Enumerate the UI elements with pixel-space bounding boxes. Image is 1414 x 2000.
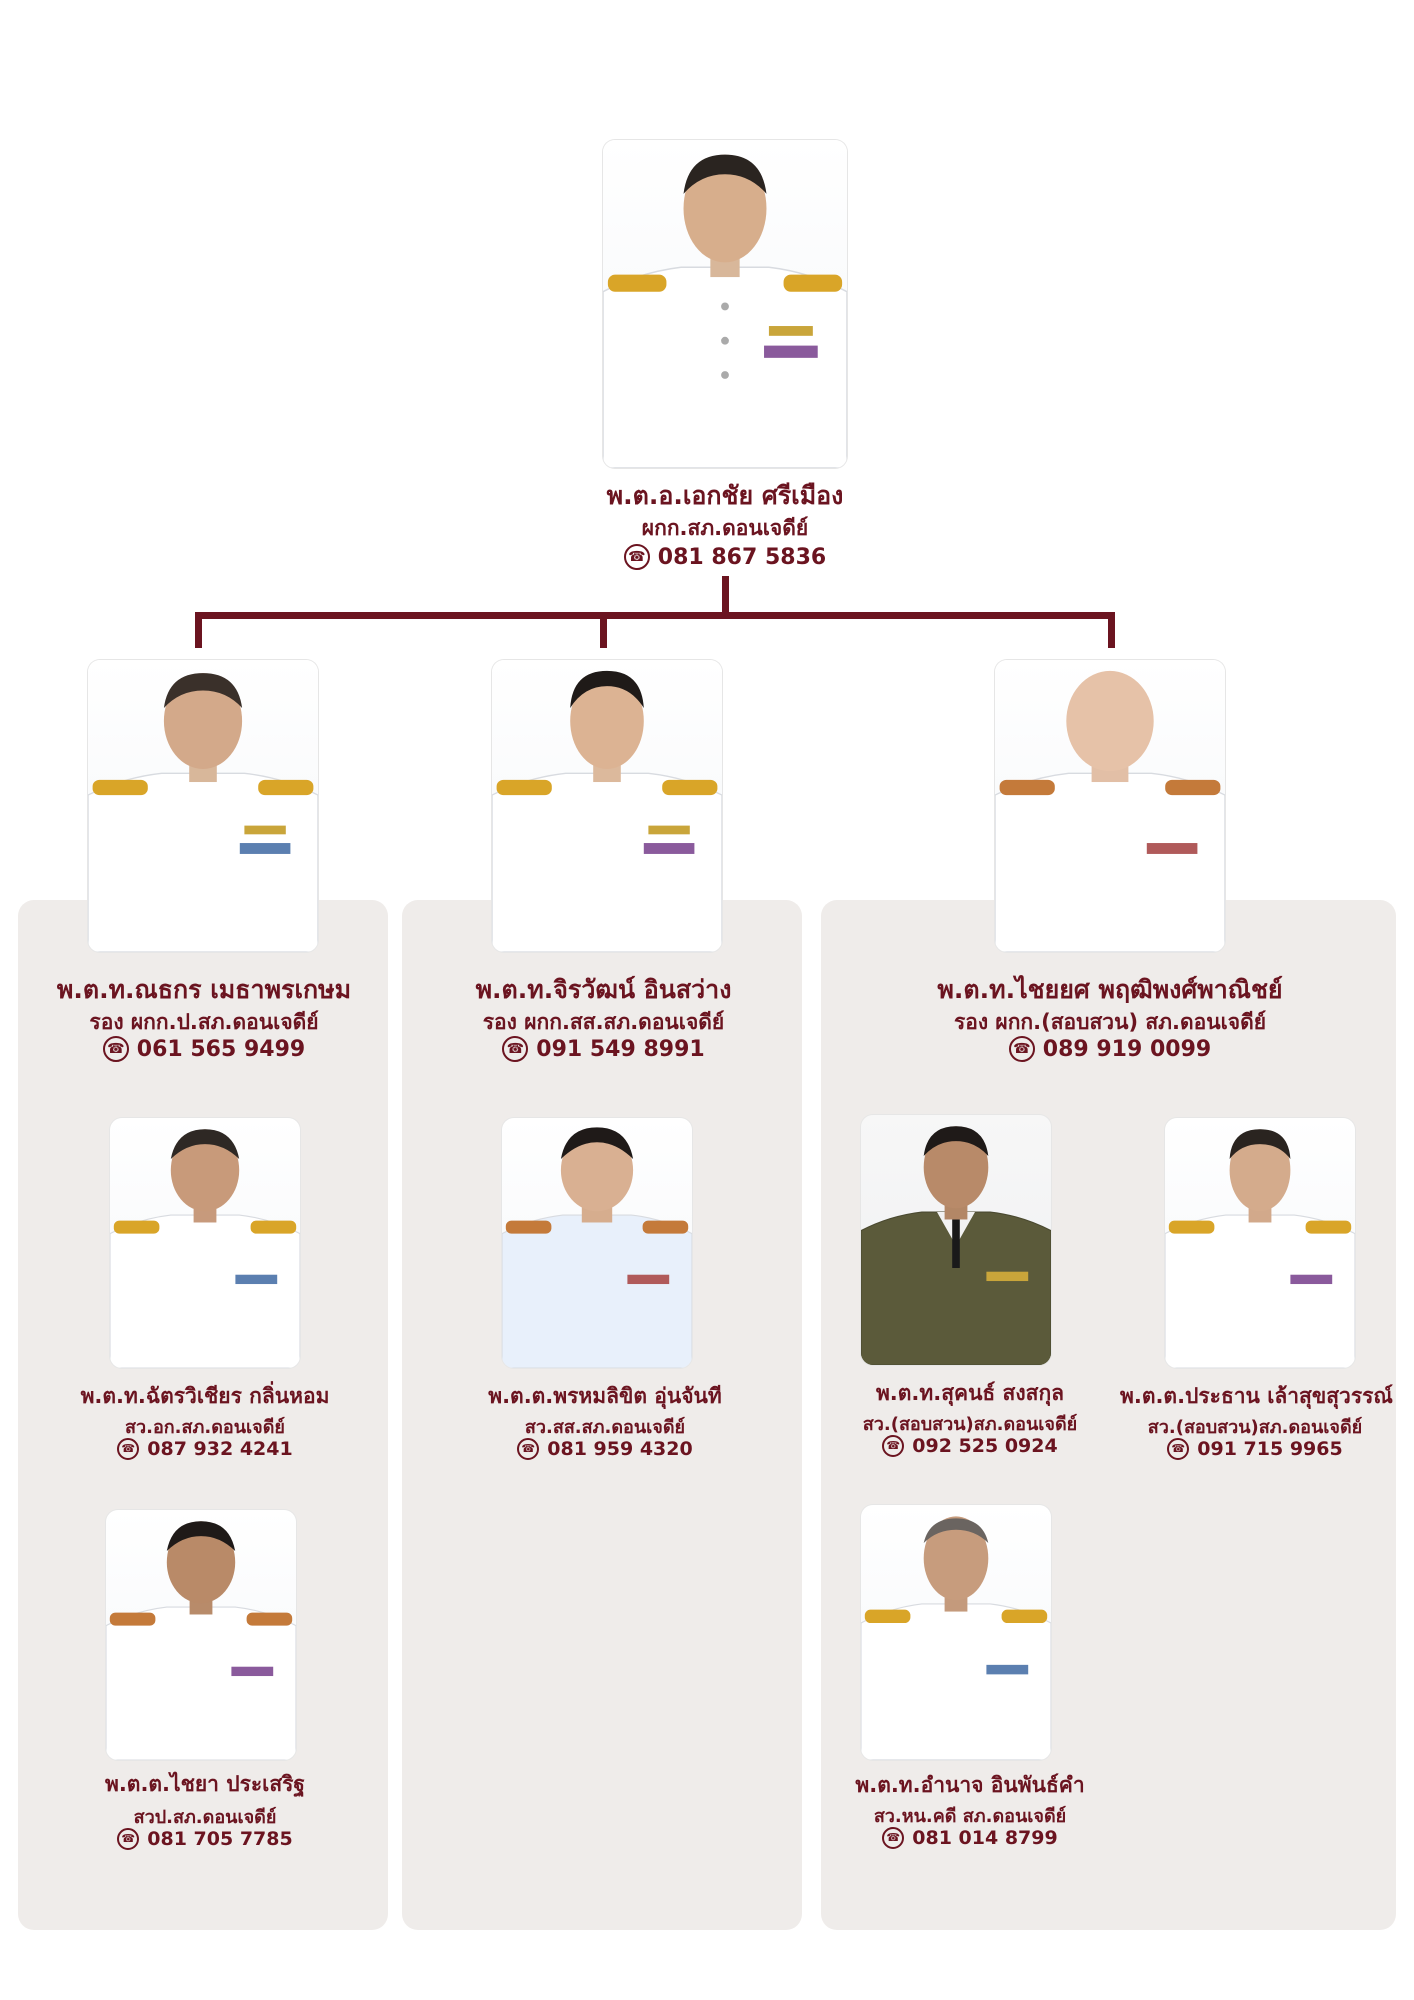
staff-phone: ☎ 081 014 8799 [835, 1827, 1105, 1849]
staff-phone: ☎ 081 705 7785 [40, 1828, 370, 1850]
phone-number: 081 014 8799 [912, 1827, 1058, 1849]
officer-portrait-icon [88, 660, 318, 952]
officer-portrait-icon [861, 1115, 1051, 1365]
officer-portrait-icon [995, 660, 1225, 952]
staff-card: พ.ต.ท.สุคนธ์ สงสกุล สว.(สอบสวน)สภ.ดอนเจด… [835, 1115, 1105, 1465]
connector-drop-1 [195, 612, 202, 648]
staff-name: พ.ต.ต.พรหมลิขิต อุ่นจันที [488, 1384, 722, 1408]
staff-card: พ.ต.ท.อำนาจ อินพันธ์คำ สว.หน.คดี สภ.ดอนเ… [835, 1505, 1105, 1855]
officer-portrait-icon [492, 660, 722, 952]
deputy-position: รอง ผกก.สส.สภ.ดอนเจดีย์ [482, 1010, 725, 1034]
staff-position: สว.(สอบสวน)สภ.ดอนเจดีย์ [1147, 1417, 1363, 1438]
phone-icon: ☎ [517, 1438, 540, 1460]
deputy-name: พ.ต.ท.ณธกร เมธาพรเกษม [56, 975, 352, 1004]
deputy-card-1: พ.ต.ท.ณธกร เมธาพรเกษม รอง ผกก.ป.สภ.ดอนเจ… [20, 660, 388, 1062]
deputy-phone: ☎ 091 549 8991 [405, 1036, 802, 1062]
phone-icon: ☎ [502, 1036, 529, 1062]
officer-portrait-icon [1165, 1118, 1355, 1368]
connector-drop-2 [600, 612, 607, 648]
staff-phone: ☎ 092 525 0924 [835, 1435, 1105, 1457]
phone-number: 061 565 9499 [136, 1036, 306, 1062]
deputy-position: รอง ผกก.ป.สภ.ดอนเจดีย์ [89, 1010, 319, 1034]
phone-icon: ☎ [117, 1828, 140, 1850]
deputy-name: พ.ต.ท.จิรวัฒน์ อินสว่าง [475, 975, 732, 1004]
officer-portrait-icon [110, 1118, 300, 1368]
phone-icon: ☎ [1167, 1438, 1190, 1460]
phone-number: 091 715 9965 [1197, 1438, 1343, 1460]
connector-drop-3 [1108, 612, 1115, 648]
deputy-name: พ.ต.ท.ไชยยศ พฤฒิพงศ์พาณิชย์ [937, 975, 1283, 1004]
phone-number: 089 919 0099 [1042, 1036, 1212, 1062]
officer-portrait-icon [502, 1118, 692, 1368]
phone-number: 091 549 8991 [536, 1036, 705, 1062]
phone-number: 081 959 4320 [547, 1438, 693, 1460]
staff-name: พ.ต.ต.ไชยา ประเสริฐ [104, 1772, 306, 1796]
deputy-position: รอง ผกก.(สอบสวน) สภ.ดอนเจดีย์ [953, 1010, 1267, 1034]
deputy-card-2: พ.ต.ท.จิรวัฒน์ อินสว่าง รอง ผกก.สส.สภ.ดอ… [405, 660, 802, 1062]
staff-position: สว.สส.สภ.ดอนเจดีย์ [524, 1417, 686, 1438]
staff-card: พ.ต.ต.ประธาน เล้าสุขสุวรรณ์ สว.(สอบสวน)ส… [1120, 1118, 1393, 1468]
column-panel-2 [402, 900, 802, 1930]
staff-phone: ☎ 087 932 4241 [40, 1438, 370, 1460]
staff-phone: ☎ 081 959 4320 [440, 1438, 770, 1460]
staff-card: พ.ต.ท.ฉัตรวิเชียร กลิ่นหอม สว.อก.สภ.ดอนเ… [40, 1118, 370, 1468]
deputy-phone: ☎ 089 919 0099 [840, 1036, 1380, 1062]
staff-name: พ.ต.ท.สุคนธ์ สงสกุล [875, 1381, 1065, 1405]
staff-position: สว.(สอบสวน)สภ.ดอนเจดีย์ [862, 1414, 1078, 1435]
chief-phone: ☎ 081 867 5836 [500, 544, 950, 570]
staff-position: สว.หน.คดี สภ.ดอนเจดีย์ [873, 1806, 1067, 1827]
deputy-card-3: พ.ต.ท.ไชยยศ พฤฒิพงศ์พาณิชย์ รอง ผกก.(สอบ… [840, 660, 1380, 1062]
officer-portrait-icon [861, 1505, 1051, 1760]
phone-icon: ☎ [882, 1435, 905, 1457]
staff-position: สวป.สภ.ดอนเจดีย์ [133, 1807, 277, 1828]
chief-card: พ.ต.อ.เอกชัย ศรีเมือง ผกก.สภ.ดอนเจดีย์ ☎… [500, 140, 950, 580]
phone-icon: ☎ [623, 544, 650, 570]
deputy-phone: ☎ 061 565 9499 [20, 1036, 388, 1062]
staff-position: สว.อก.สภ.ดอนเจดีย์ [125, 1417, 285, 1438]
staff-name: พ.ต.ท.อำนาจ อินพันธ์คำ [855, 1773, 1085, 1797]
staff-phone: ☎ 091 715 9965 [1120, 1438, 1390, 1460]
chief-position: ผกก.สภ.ดอนเจดีย์ [641, 516, 809, 540]
phone-icon: ☎ [882, 1827, 905, 1849]
staff-name: พ.ต.ท.ฉัตรวิเชียร กลิ่นหอม [80, 1384, 330, 1408]
phone-icon: ☎ [117, 1438, 140, 1460]
officer-portrait-icon [106, 1510, 296, 1760]
phone-number: 092 525 0924 [912, 1435, 1058, 1457]
phone-icon: ☎ [1008, 1036, 1035, 1062]
chief-name: พ.ต.อ.เอกชัย ศรีเมือง [606, 481, 844, 510]
staff-card: พ.ต.ต.พรหมลิขิต อุ่นจันที สว.สส.สภ.ดอนเจ… [440, 1118, 770, 1468]
connector-trunk [722, 576, 729, 616]
staff-card: พ.ต.ต.ไชยา ประเสริฐ สวป.สภ.ดอนเจดีย์ ☎ 0… [40, 1510, 370, 1860]
phone-number: 081 867 5836 [657, 544, 827, 570]
phone-number: 087 932 4241 [147, 1438, 293, 1460]
connector-bar [195, 612, 1115, 619]
staff-name: พ.ต.ต.ประธาน เล้าสุขสุวรรณ์ [1120, 1384, 1393, 1408]
officer-portrait-icon [603, 140, 847, 468]
phone-number: 081 705 7785 [147, 1828, 293, 1850]
phone-icon: ☎ [102, 1036, 129, 1062]
